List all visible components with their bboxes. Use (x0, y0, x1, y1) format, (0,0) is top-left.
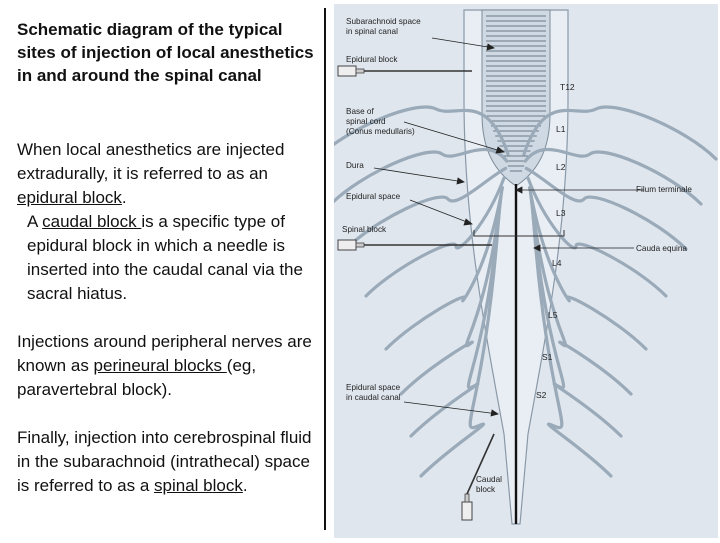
paragraph-spinal: Finally, injection into cerebrospinal fl… (17, 426, 317, 498)
label-subarachnoid-2: in spinal canal (346, 27, 398, 36)
nerve-root (524, 166, 688, 251)
p4-end: . (242, 476, 248, 495)
label-spinal-block: Spinal block (342, 225, 387, 234)
level-t12: T12 (560, 82, 575, 92)
label-caudal-space-1: Epidural space (346, 383, 401, 392)
nerve-root (364, 176, 506, 298)
label-dura: Dura (346, 161, 364, 170)
nerve-root (528, 186, 648, 351)
slide-title: Schematic diagram of the typical sites o… (17, 20, 314, 85)
label-caudal-block-2: block (476, 485, 496, 494)
nerve-root (530, 202, 613, 478)
spinal-canal-diagram: Subarachnoid space in spinal canal Epidu… (314, 4, 718, 538)
caudal-needle (461, 433, 495, 521)
nerve-root (329, 147, 509, 206)
p3-end: (eg, paravertebral block). (17, 356, 257, 399)
term-perineural-blocks: perineural blocks (93, 356, 227, 375)
paragraph-epidural: When local anesthetics are injected extr… (17, 138, 317, 210)
term-caudal-block: caudal block (42, 212, 142, 231)
level-s2: S2 (536, 390, 547, 400)
nerve-root (529, 193, 633, 396)
label-base-2: spinal cord (346, 117, 386, 126)
label-epidural-block: Epidural block (346, 55, 398, 64)
nerve-root (344, 166, 508, 251)
label-filum-terminale: Filum terminale (636, 185, 692, 194)
label-base-1: Base of (346, 107, 374, 116)
label-subarachnoid-1: Subarachnoid space (346, 17, 421, 26)
epidural-needle (337, 65, 472, 77)
term-spinal-block: spinal block (154, 476, 243, 495)
label-caudal-block-1: Caudal (476, 475, 502, 484)
nerve-root (530, 198, 623, 438)
p2-text: A (27, 212, 43, 231)
nerve-root (409, 198, 502, 438)
nerve-root (523, 147, 703, 206)
nerve-root (399, 193, 503, 396)
leader-lines (373, 37, 644, 417)
label-caudal-space-2: in caudal canal (346, 393, 401, 402)
paragraph-caudal: A caudal block is a specific type of epi… (27, 210, 317, 306)
cauda-bracket (473, 230, 565, 237)
label-base-3: (Conus medullaris) (346, 127, 415, 136)
nerve-root (314, 105, 510, 161)
nerve-roots (314, 105, 718, 478)
column-divider (324, 8, 326, 530)
paragraph-perineural: Injections around peripheral nerves are … (17, 330, 317, 402)
p4-text: Finally, injection into cerebrospinal fl… (17, 428, 312, 495)
cord-hatching (486, 15, 546, 172)
spinal-needle (337, 239, 492, 251)
nerve-root (384, 186, 504, 351)
level-l2: L2 (556, 162, 566, 172)
label-cauda-equina: Cauda equina (636, 244, 687, 253)
p1-end: . (121, 188, 127, 207)
diagram-svg: Subarachnoid space in spinal canal Epidu… (314, 4, 718, 538)
level-l1: L1 (556, 124, 566, 134)
level-l5: L5 (548, 310, 558, 320)
nerve-root (522, 105, 718, 161)
term-epidural-block: epidural block (17, 188, 122, 207)
level-l4: L4 (552, 258, 562, 268)
p3-text: Injections around peripheral nerves are … (17, 332, 312, 375)
nerve-root (526, 176, 668, 298)
nerve-root (419, 202, 502, 478)
level-s1: S1 (542, 352, 553, 362)
p1-text: When local anesthetics are injected extr… (17, 140, 285, 183)
p2-end: is a specific type of epidural block in … (27, 212, 303, 303)
text-column: Schematic diagram of the typical sites o… (17, 18, 317, 495)
level-l3: L3 (556, 208, 566, 218)
label-epidural-space: Epidural space (346, 192, 401, 201)
